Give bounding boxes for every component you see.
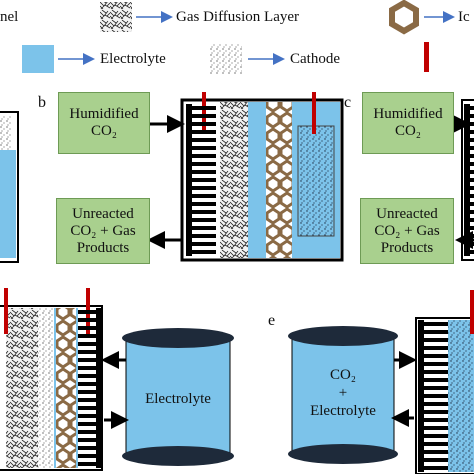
ion-legend-swatch (389, 0, 419, 35)
c-output-line2: CO₂ + Gas (374, 222, 440, 239)
d-gas-diffusion-layer (6, 308, 38, 468)
e-electrolyte-gdl (448, 320, 474, 472)
b-gas-diffusion-layer (220, 102, 248, 258)
d-cathode (38, 308, 54, 468)
c-input-line2: CO₂ (394, 123, 422, 139)
panel-label-b: b (38, 94, 46, 111)
e-tank-line1: CO₂ (329, 367, 357, 383)
gdl-legend-swatch (100, 2, 132, 32)
e-flow-channel-teeth (418, 320, 448, 472)
b-input-box: Humidified CO₂ (58, 92, 150, 154)
b-output-line3: Products (76, 239, 130, 256)
c-output-line3: Products (380, 239, 434, 256)
c-input-box: Humidified CO₂ (362, 92, 454, 154)
b-output-line2: CO₂ + Gas (70, 222, 136, 239)
e-tank-line3: Electrolyte (310, 403, 376, 419)
b-input-line1: Humidified (69, 106, 139, 122)
legend-ion-label: Ic (458, 9, 470, 25)
electrode-legend-swatch (424, 42, 429, 72)
c-output-line1: Unreacted (376, 205, 438, 222)
legend (22, 0, 455, 74)
b-input-line2: CO₂ (90, 123, 118, 139)
b-output-line1: Unreacted (72, 205, 134, 222)
c-flow-channel-teeth (464, 104, 474, 256)
cathode-legend-swatch (210, 44, 242, 74)
panel-d-tank (101, 328, 234, 466)
b-output-box: Unreacted CO₂ + Gas Products (56, 198, 150, 264)
e-tank-label: CO₂ + Electrolyte (292, 366, 394, 420)
d-ion-membrane (56, 308, 76, 468)
panel-b-cell (180, 92, 344, 262)
d-electrode-lead-left (4, 288, 8, 334)
c-input-line1: Humidified (373, 106, 443, 122)
legend-cathode-label: Cathode (290, 51, 340, 67)
e-electrode-lead (470, 290, 474, 334)
b-electrode-lead-right (312, 92, 316, 134)
electrolyte-legend-swatch (22, 45, 54, 73)
panel-e-tank (288, 326, 417, 464)
legend-channel-label: nel (0, 9, 19, 25)
c-output-box: Unreacted CO₂ + Gas Products (360, 198, 454, 264)
b-ion-membrane (266, 102, 292, 258)
b-flow-channel-teeth (186, 104, 216, 256)
legend-gdl-label: Gas Diffusion Layer (176, 9, 300, 25)
e-tank-line2: + (338, 385, 348, 401)
d-tank-label: Electrolyte (145, 391, 211, 407)
d-flow-channel-teeth (78, 308, 102, 468)
panel-label-e: e (268, 312, 276, 329)
panel-label-c: c (344, 94, 352, 111)
legend-electrolyte-label: Electrolyte (100, 51, 166, 67)
b-electrode-lead-left (202, 92, 206, 134)
panel-a-cell (0, 111, 19, 263)
panel-d-cell (0, 288, 103, 471)
b-anode (297, 125, 335, 237)
